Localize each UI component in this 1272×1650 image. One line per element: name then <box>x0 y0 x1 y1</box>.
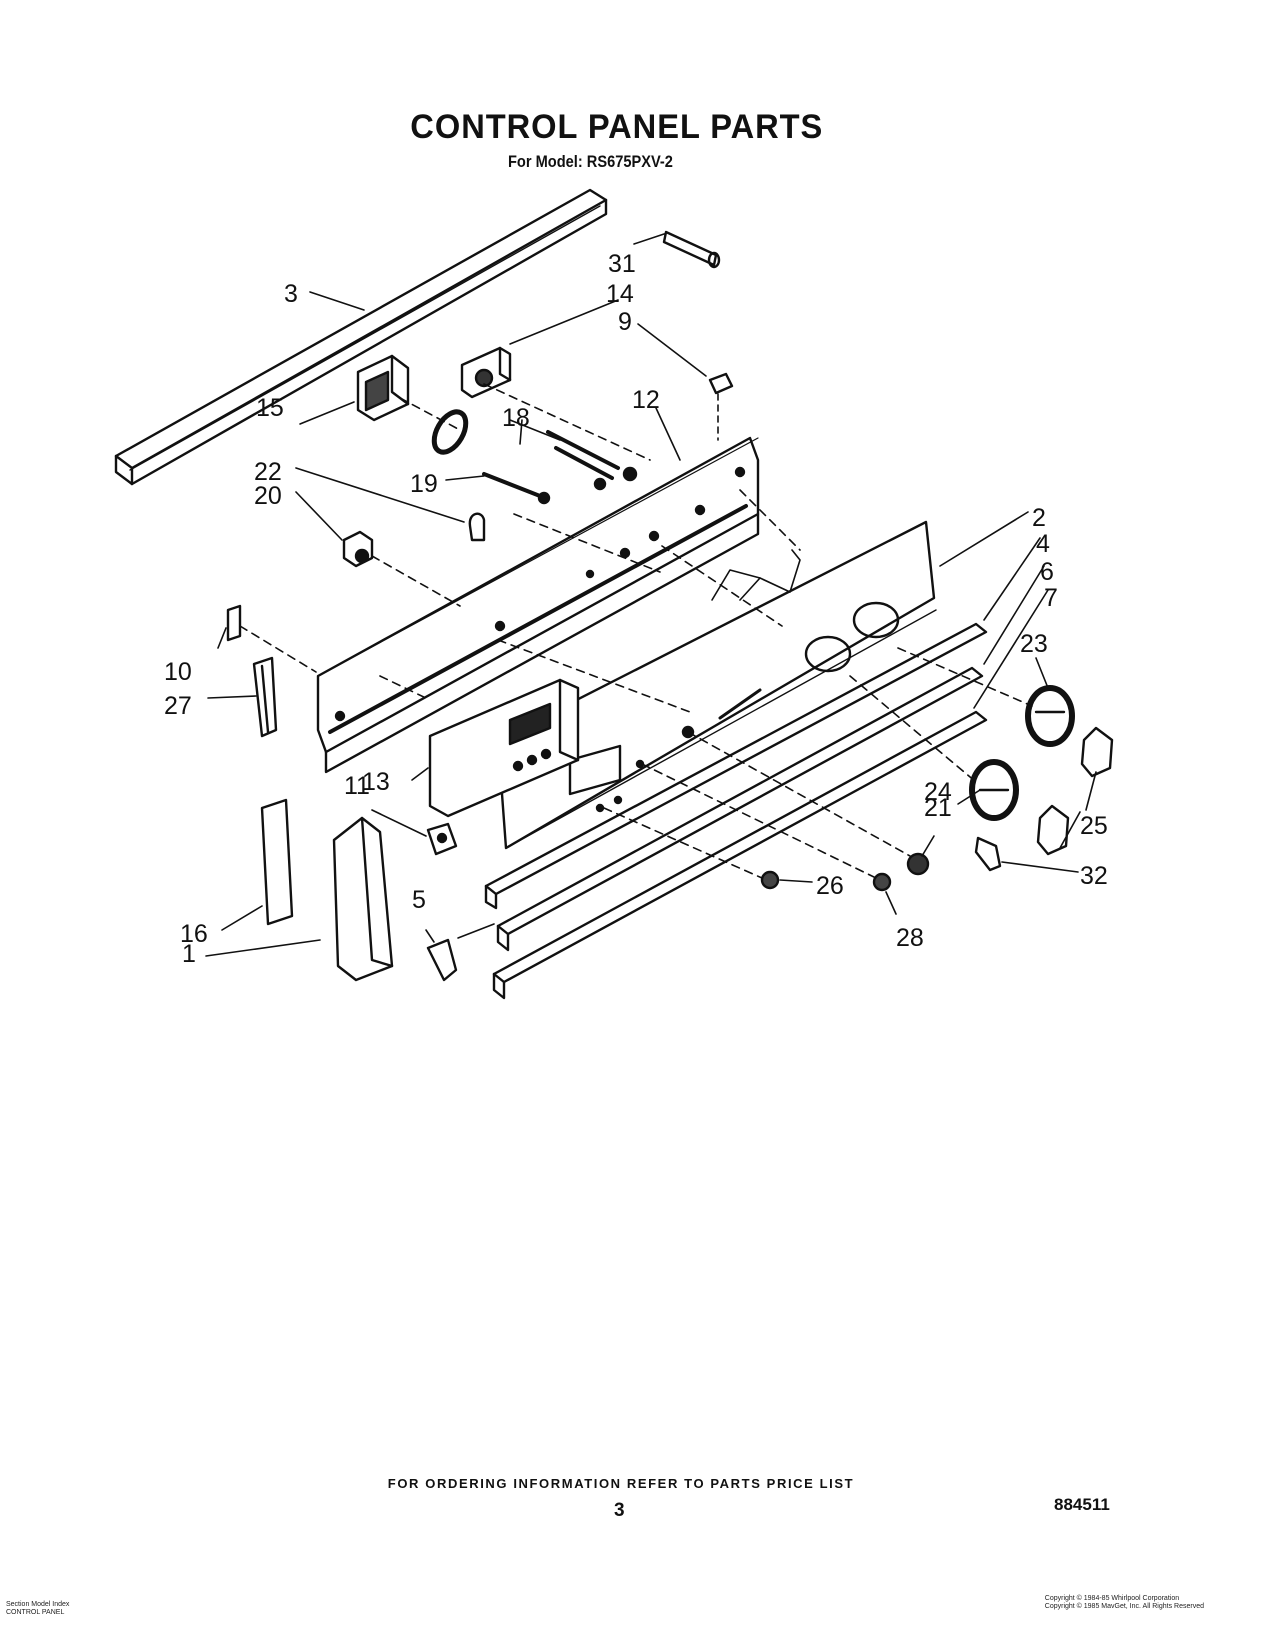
part-31-pin <box>662 230 721 269</box>
callout-19: 19 <box>410 470 438 498</box>
copyright-note: Copyright © 1984-85 Whirlpool Corporatio… <box>1045 1595 1204 1611</box>
callout-2: 2 <box>1032 504 1046 532</box>
part-7-strip <box>492 710 988 1000</box>
part-21-nut <box>906 852 930 876</box>
part-12-panel-plate <box>316 436 760 774</box>
ordering-note: FOR ORDERING INFORMATION REFER TO PARTS … <box>387 1476 855 1491</box>
page-number: 3 <box>614 1500 625 1521</box>
part-25-knob <box>1036 726 1114 856</box>
part-22-clip <box>468 512 486 542</box>
part-26-grommet <box>760 870 780 890</box>
part-27-bracket <box>252 656 278 738</box>
part-18-ring-and-wires <box>431 409 638 491</box>
callout-10: 10 <box>164 658 192 686</box>
callout-13: 13 <box>362 768 390 796</box>
part-13-clock-module <box>428 678 580 818</box>
callout-7: 7 <box>1044 584 1058 612</box>
callout-3: 3 <box>284 280 298 308</box>
copyright-line-2: Copyright © 1985 MavGet, Inc. All Rights… <box>1044 1603 1204 1610</box>
part-23-knob-skirt <box>1025 685 1075 747</box>
callout-18: 18 <box>502 404 530 432</box>
part-19-wire <box>482 472 551 505</box>
callout-20: 20 <box>254 482 282 510</box>
callout-15: 15 <box>256 394 284 422</box>
callout-5: 5 <box>412 886 426 914</box>
document-number: 884511 <box>1054 1495 1110 1514</box>
part-3-top-trim <box>114 188 608 486</box>
callout-9: 9 <box>618 308 632 336</box>
callout-23: 23 <box>1020 630 1048 658</box>
part-20-bracket <box>342 530 374 568</box>
assembly-lines <box>239 383 1033 879</box>
part-6-strip <box>496 666 984 952</box>
part-28-grommet <box>872 872 892 892</box>
section-index-note: Section Model Index CONTROL PANEL <box>6 1601 69 1617</box>
part-11-clip <box>426 822 458 856</box>
callout-32: 32 <box>1080 862 1108 890</box>
callout-labels: 1 2 3 4 5 6 7 9 10 11 12 13 14 15 16 18 … <box>164 250 1108 968</box>
part-5-cap <box>426 938 458 982</box>
callout-26: 26 <box>816 872 844 900</box>
part-14-switch <box>460 346 512 399</box>
callout-11: 11 <box>344 772 370 800</box>
part-32-bracket <box>974 836 1002 872</box>
section-index-line-1: Section Model Index <box>6 1601 70 1608</box>
callout-25: 25 <box>1080 812 1108 840</box>
part-4-strip <box>484 622 988 910</box>
callout-27: 27 <box>164 692 192 720</box>
part-10-bracket <box>226 604 242 642</box>
callout-22: 22 <box>254 458 282 486</box>
leader-lines <box>205 233 1097 957</box>
part-15-block <box>356 354 410 422</box>
model-subtitle: For Model: RS675PXV-2 <box>508 152 673 171</box>
part-1-end-cap <box>332 816 394 982</box>
callout-24: 24 <box>924 778 952 806</box>
callout-12: 12 <box>632 386 660 414</box>
callout-14: 14 <box>606 280 634 308</box>
part-24-knob-skirt <box>969 759 1019 821</box>
callout-21: 21 <box>924 794 952 822</box>
part-9-clip <box>708 372 734 441</box>
callout-28: 28 <box>896 924 924 952</box>
callout-1: 1 <box>182 940 196 968</box>
copyright-line-1: Copyright © 1984-85 Whirlpool Corporatio… <box>1044 1595 1180 1602</box>
page-title: CONTROL PANEL PARTS <box>410 108 824 146</box>
callout-6: 6 <box>1040 558 1054 586</box>
callout-4: 4 <box>1036 530 1050 558</box>
part-2-front-panel <box>496 520 937 850</box>
section-index-line-2: CONTROL PANEL <box>6 1609 65 1616</box>
callout-31: 31 <box>608 250 636 278</box>
part-16-end-cap <box>260 798 294 926</box>
callout-16: 16 <box>180 920 208 948</box>
